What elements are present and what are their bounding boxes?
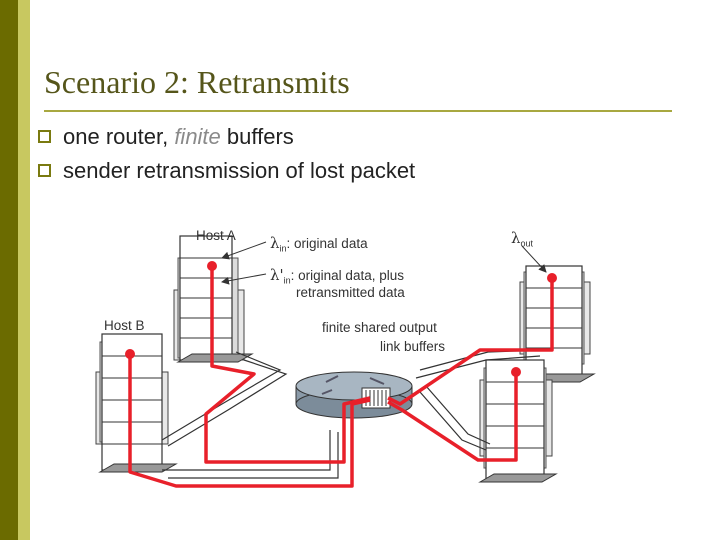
lambda-symbol: λ: [511, 229, 521, 247]
flow-path-host-a: [204, 266, 371, 464]
lambda-in-arrow: [221, 241, 267, 260]
title-underline: [44, 110, 672, 112]
receiver-bottom-dot: [511, 367, 521, 377]
flow-path-out-bottom: [387, 372, 518, 462]
host-b-icon: [95, 333, 178, 473]
flow-path-host-b: [128, 354, 371, 488]
lambda-out-subscript: out: [520, 238, 534, 249]
bullet-marker-icon: [38, 129, 51, 143]
lambda-in-subscript: in: [279, 243, 287, 254]
left-band-light: [18, 0, 30, 540]
host-a-source-dot: [207, 261, 217, 271]
lambda-in-text: : original data: [286, 236, 368, 251]
router-icon: [295, 371, 413, 419]
buffers-label-line2: link buffers: [380, 339, 446, 354]
lambda-out-arrow: [521, 245, 547, 273]
lambda-out-label: λout: [511, 229, 533, 249]
host-b-label: Host B: [104, 318, 145, 333]
traffic-flow-paths: [128, 266, 554, 488]
lambda-prime-subscript: in: [283, 275, 291, 286]
lambda-in-label: λin: original data: [270, 234, 368, 254]
bullet-1: one router, finite buffers: [38, 124, 294, 150]
lambda-prime-symbol: λ': [270, 266, 284, 284]
lambda-symbol: λ: [270, 234, 280, 252]
left-band-dark: [0, 0, 18, 540]
buffers-label-line1: finite shared output: [322, 320, 437, 335]
slide-title: Scenario 2: Retransmits: [44, 64, 350, 100]
lambda-prime-text-1: : original data, plus: [290, 268, 404, 283]
lambda-prime-arrow: [221, 273, 267, 285]
flow-path-out-top: [387, 278, 554, 406]
host-a-icon: [173, 235, 254, 363]
bullet-1-rest: buffers: [220, 124, 294, 149]
bullet-1-text: one router,: [63, 124, 175, 149]
host-b-source-dot: [125, 349, 135, 359]
bullet-2-text: sender retransmission of lost packet: [63, 158, 416, 183]
receiver-top-dot: [547, 273, 557, 283]
bullet-marker-icon: [38, 163, 51, 177]
host-a-label: Host A: [196, 228, 236, 243]
lambda-prime-label: λ'in: original data, plus: [270, 266, 404, 286]
bullet-2: sender retransmission of lost packet: [38, 158, 415, 184]
lambda-prime-text-2: retransmitted data: [296, 285, 405, 300]
receiver-bottom-right-icon: [478, 359, 558, 483]
bullet-1-emphasis: finite: [174, 124, 221, 149]
network-links: [161, 349, 547, 479]
